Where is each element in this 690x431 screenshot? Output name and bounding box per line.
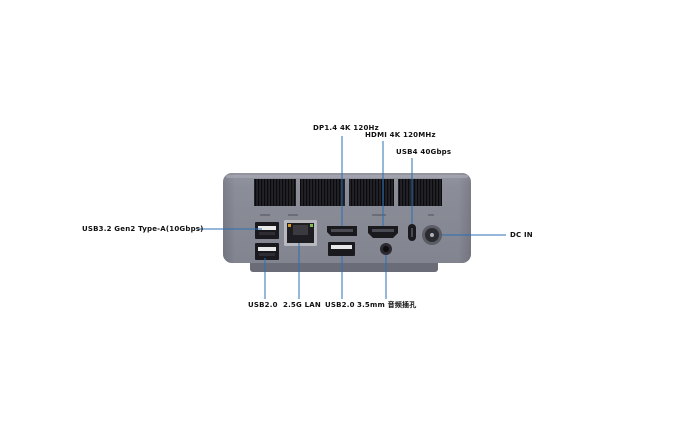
callout-dp: DP1.4 4K 120Hz [313,124,379,132]
audio-jack [380,243,392,255]
callout-dc-in: DC IN [510,231,533,239]
callout-lan: 2.5G LAN [283,301,321,309]
usb-c-port [408,224,416,241]
hdmi-port [368,226,398,238]
callout-usb20-mid: USB2.0 [325,301,355,309]
displayport [327,226,357,236]
callout-usb20-left: USB2.0 [248,301,278,309]
vent-3 [349,179,394,206]
callout-hdmi: HDMI 4K 120MHz [365,131,436,139]
dc-in-port [422,225,442,245]
vent-2 [300,179,345,206]
usb-a-stack [255,222,279,260]
callout-audio: 3.5mm 音频插孔 [357,301,417,309]
callout-usb32: USB3.2 Gen2 Type-A(10Gbps) [82,225,204,233]
lan-port [284,220,317,246]
vent-4 [398,179,442,206]
callout-usb4: USB4 40Gbps [396,148,452,156]
vent-1 [254,179,296,206]
usb-a-middle [328,242,355,256]
leader-lines [197,136,506,299]
